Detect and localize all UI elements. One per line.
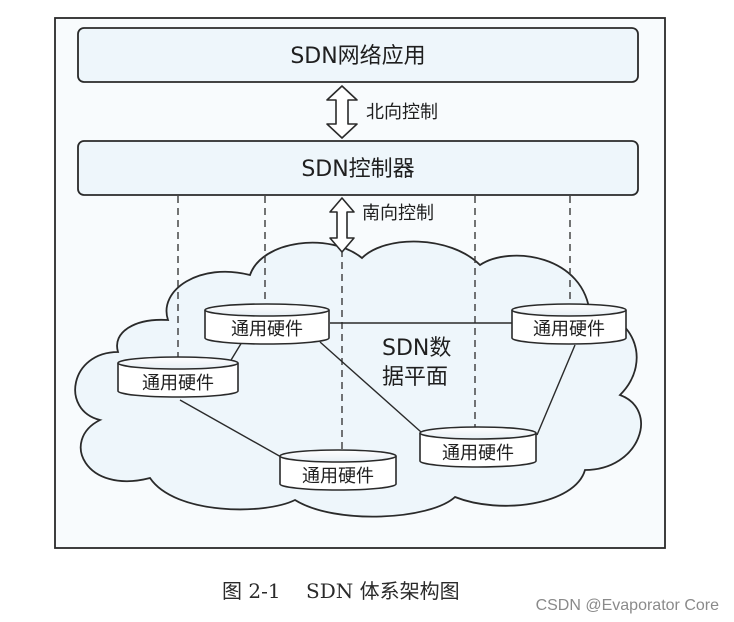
- watermark: CSDN @Evaporator Core: [536, 597, 720, 614]
- link-hw4-hw5: [536, 344, 576, 436]
- data-plane-links: [179, 322, 576, 463]
- hardware-node-3: 通用硬件: [279, 449, 397, 491]
- application-layer-box: [77, 27, 639, 83]
- hardware-node-1: 通用硬件: [204, 303, 330, 345]
- link-hw2-hw3: [179, 399, 291, 463]
- hardware-node-3-label: 通用硬件: [302, 466, 374, 487]
- data-plane-label-line2: 据平面: [382, 365, 448, 390]
- hardware-node-1-label: 通用硬件: [231, 319, 303, 340]
- hardware-node-4-label: 通用硬件: [533, 319, 605, 340]
- hardware-node-5: 通用硬件: [419, 426, 537, 468]
- link-hw1-hw5: [319, 341, 431, 441]
- control-dashed-lines: [177, 196, 571, 450]
- figure-caption: 图 2-1 SDN 体系架构图: [222, 579, 460, 603]
- northbound-arrow-icon: [326, 85, 358, 139]
- southbound-arrow-icon: [329, 197, 355, 253]
- application-layer-label: SDN网络应用: [290, 44, 425, 69]
- hardware-node-2-label: 通用硬件: [142, 373, 214, 394]
- hardware-node-5-label: 通用硬件: [442, 443, 514, 464]
- northbound-label: 北向控制: [366, 102, 438, 123]
- southbound-label: 南向控制: [362, 203, 434, 224]
- controller-layer-label: SDN控制器: [301, 157, 414, 182]
- hardware-node-4: 通用硬件: [511, 303, 627, 345]
- hardware-node-2: 通用硬件: [117, 356, 239, 398]
- controller-layer-box: [77, 140, 639, 196]
- data-plane-label-line1: SDN数: [382, 336, 451, 361]
